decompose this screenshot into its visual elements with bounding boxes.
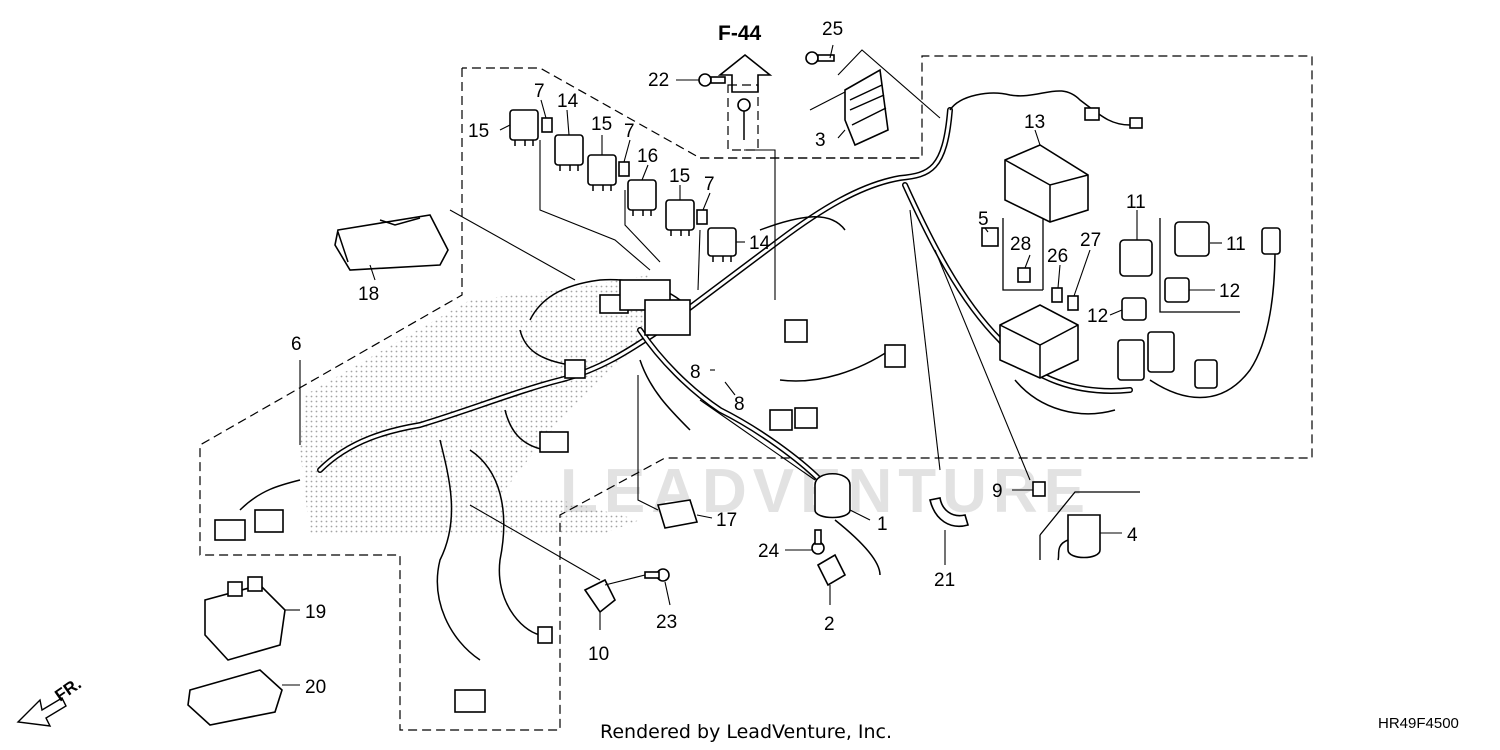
reference-label: F-44 — [718, 22, 762, 45]
relay-part-15a — [509, 109, 539, 146]
callout-18: 18 — [358, 284, 379, 305]
callout-14b: 14 — [749, 233, 771, 254]
bolt-part-25 — [805, 51, 835, 65]
callout-labels: 1 2 3 4 5 6 7 7 7 8 8 9 10 11 11 12 12 1… — [291, 19, 1246, 698]
callout-15c: 15 — [669, 166, 690, 187]
sensor-part-4 — [1057, 514, 1101, 561]
relay-part-11a — [1119, 239, 1153, 277]
callout-8b: 8 — [734, 394, 745, 415]
callout-25: 25 — [822, 19, 843, 40]
callout-20: 20 — [305, 677, 326, 698]
callout-12a: 12 — [1087, 306, 1108, 327]
callout-27: 27 — [1080, 230, 1101, 251]
relay-sockets — [1117, 227, 1281, 389]
relay-part-12a — [1121, 297, 1147, 321]
callout-19: 19 — [305, 602, 326, 623]
fuse-part-5 — [981, 227, 999, 247]
callout-7b: 7 — [624, 121, 635, 142]
callout-14a: 14 — [557, 91, 579, 112]
rendered-by-footer: Rendered by LeadVenture, Inc. — [600, 721, 892, 743]
module-part-19 — [204, 576, 286, 661]
callout-2: 2 — [824, 614, 835, 635]
dashed-group-outlines — [199, 55, 1313, 731]
bolt-part-22 — [698, 73, 726, 87]
callout-22: 22 — [648, 70, 669, 91]
module-part-20 — [187, 669, 283, 726]
clamp-part-21 — [929, 497, 970, 527]
callout-24: 24 — [758, 541, 780, 562]
bracket-part-10 — [583, 578, 617, 614]
fuse-box-base — [999, 304, 1079, 379]
callout-10: 10 — [588, 644, 609, 665]
fuse-part-26 — [1051, 287, 1063, 303]
bolt-part-24 — [811, 529, 825, 555]
relay-part-14a — [554, 134, 584, 171]
relay-part-15b — [587, 154, 617, 191]
callout-11b: 11 — [1226, 234, 1246, 255]
relay-box-cover-part — [334, 214, 449, 271]
reference-arrow-f44: F-44 — [717, 22, 773, 93]
callout-7a: 7 — [534, 81, 545, 102]
fuse-part-7b — [618, 161, 630, 177]
callout-13: 13 — [1024, 112, 1045, 133]
ignition-coil-part-1 — [814, 473, 881, 576]
diagram-code: HR49F4500 — [1378, 715, 1459, 732]
front-direction-arrow: FR. — [16, 674, 85, 727]
fuse-part-27 — [1067, 295, 1079, 311]
spark-plug-cap-part-2 — [816, 553, 847, 587]
callout-16: 16 — [637, 146, 658, 167]
control-unit-part-3 — [844, 68, 889, 147]
callout-7c: 7 — [704, 174, 715, 195]
fuse-part-7a — [541, 117, 553, 133]
callout-23: 23 — [656, 612, 677, 633]
callout-5: 5 — [978, 209, 989, 230]
callout-12b: 12 — [1219, 281, 1240, 302]
callout-1: 1 — [877, 514, 888, 535]
callout-6: 6 — [291, 334, 302, 355]
callout-9: 9 — [992, 481, 1003, 502]
relay-part-14b — [707, 227, 737, 262]
callout-26: 26 — [1047, 246, 1068, 267]
solid-brackets — [1002, 218, 1240, 560]
connector-part-17 — [656, 499, 699, 529]
ground-terminal — [727, 84, 759, 151]
callout-15a: 15 — [468, 121, 489, 142]
callout-21: 21 — [934, 570, 955, 591]
callout-4: 4 — [1127, 525, 1138, 546]
callout-28: 28 — [1010, 234, 1031, 255]
leader-lines — [282, 44, 1222, 686]
clip-part-9 — [1032, 481, 1046, 497]
relay-part-11b — [1174, 221, 1210, 257]
bolt-part-23 — [644, 568, 670, 582]
fuse-box-part-13 — [1004, 144, 1089, 223]
harness-connectors — [214, 107, 1143, 713]
relay-part-16 — [627, 179, 657, 216]
callout-8a: 8 — [690, 362, 701, 383]
callout-11a: 11 — [1126, 192, 1146, 213]
callout-17: 17 — [716, 510, 737, 531]
relay-part-15c — [665, 199, 695, 236]
fuse-part-7c — [696, 209, 708, 225]
fuse-part-28 — [1017, 267, 1031, 283]
callout-3: 3 — [815, 130, 826, 151]
callout-15b: 15 — [591, 114, 612, 135]
relay-part-12b — [1164, 277, 1190, 303]
harness-stipple-area-lower — [430, 500, 640, 535]
